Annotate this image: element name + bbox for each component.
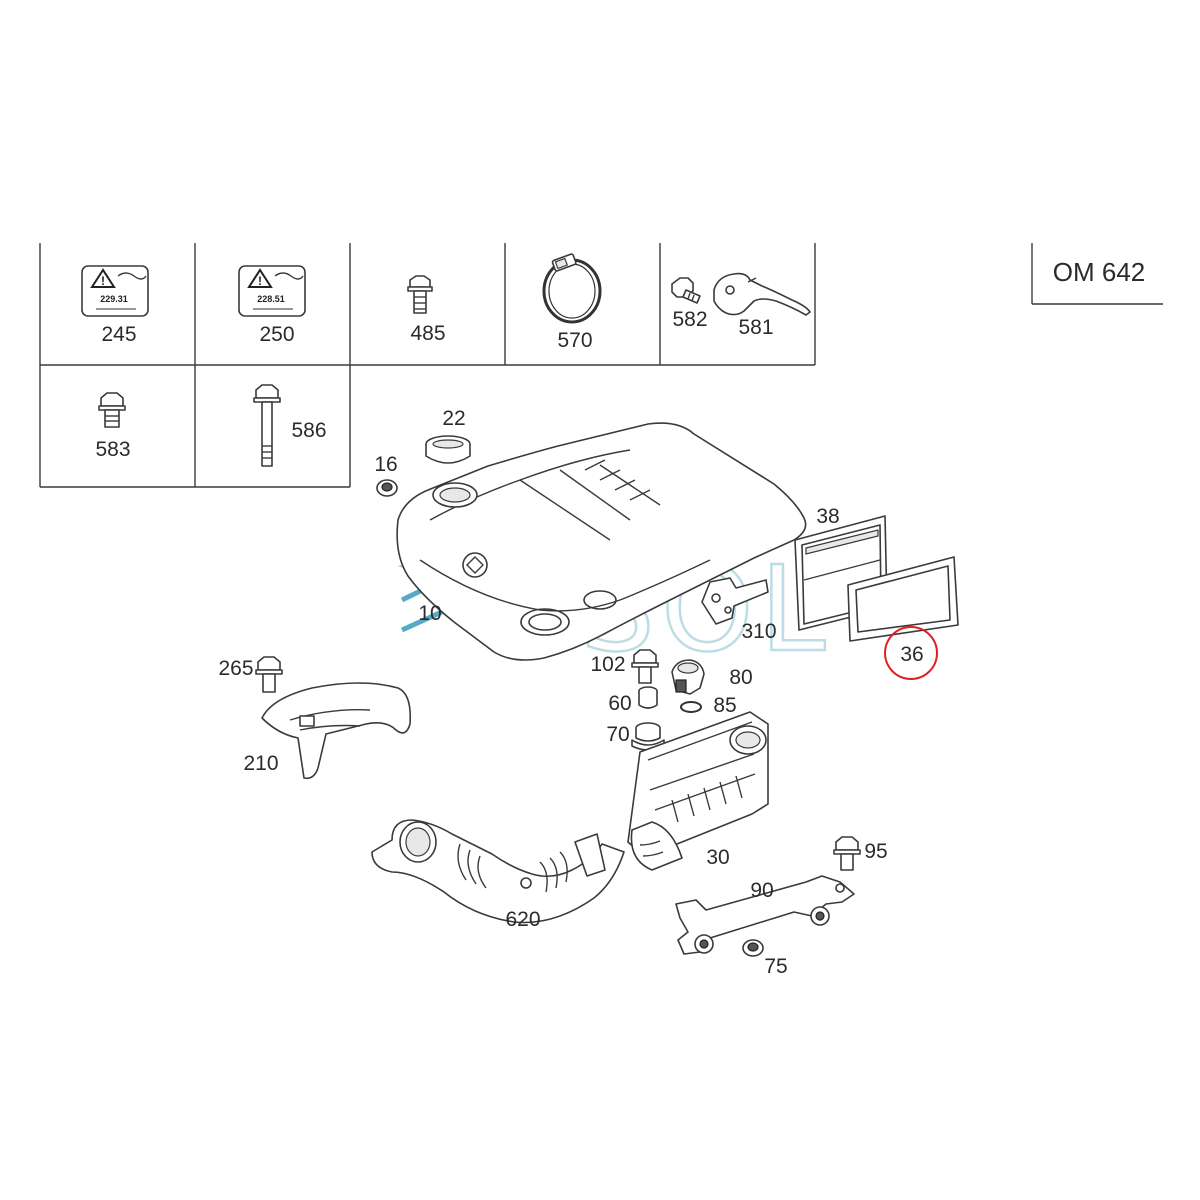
- bolt-95-icon[interactable]: [833, 836, 861, 871]
- warning-label-250[interactable]: ! 228.51: [238, 265, 306, 317]
- nut-16[interactable]: [376, 479, 398, 497]
- engine-code: OM 642: [1053, 257, 1146, 287]
- label-75: 75: [764, 955, 787, 978]
- label-583: 583: [95, 438, 130, 461]
- hose-clamp-570-icon[interactable]: [542, 253, 602, 324]
- label-70: 70: [606, 723, 629, 746]
- rubber-mount-70[interactable]: [631, 722, 665, 751]
- label-620: 620: [505, 908, 540, 931]
- label-210: 210: [243, 752, 278, 775]
- label-250: 250: [259, 323, 294, 346]
- warning-label-245[interactable]: ! 229.31: [81, 265, 149, 317]
- grommet-22[interactable]: [425, 435, 471, 464]
- air-filter-housing-30[interactable]: [627, 711, 769, 871]
- engine-cover-10[interactable]: [396, 422, 807, 661]
- label-10: 10: [418, 602, 441, 625]
- label-36: 36: [900, 643, 923, 666]
- label-245: 245: [101, 323, 136, 346]
- bracket-90[interactable]: [675, 875, 855, 955]
- label-265: 265: [218, 657, 253, 680]
- intake-hose-620[interactable]: [371, 819, 625, 924]
- bolt-582-icon[interactable]: [671, 277, 701, 304]
- bolt-485-icon[interactable]: [407, 275, 433, 314]
- label-102: 102: [590, 653, 625, 676]
- bolt-102-icon[interactable]: [631, 649, 659, 684]
- bolt-265-icon[interactable]: [255, 656, 283, 693]
- label-95: 95: [864, 840, 887, 863]
- label-90: 90: [750, 879, 773, 902]
- label-38: 38: [816, 505, 839, 528]
- highlight-circle-36: [884, 626, 938, 680]
- label-85: 85: [713, 694, 736, 717]
- label-570: 570: [557, 329, 592, 352]
- air-duct-210[interactable]: [261, 682, 412, 780]
- air-filter-36[interactable]: [847, 556, 959, 642]
- o-ring-85[interactable]: [680, 701, 702, 713]
- label-60: 60: [608, 692, 631, 715]
- sensor-80[interactable]: [671, 659, 705, 695]
- label-586: 586: [291, 419, 326, 442]
- label-80: 80: [729, 666, 752, 689]
- bracket-581-icon[interactable]: [713, 272, 811, 316]
- engine-code-box: OM 642: [1031, 243, 1163, 305]
- bracket-310[interactable]: [701, 577, 769, 625]
- kit-grid: [39, 243, 816, 488]
- label-582: 582: [672, 308, 707, 331]
- label-16: 16: [374, 453, 397, 476]
- svg-text:!: !: [258, 274, 262, 288]
- bolt-583-icon[interactable]: [98, 392, 126, 428]
- bolt-586-icon[interactable]: [253, 384, 281, 467]
- label-485: 485: [410, 322, 445, 345]
- label-310: 310: [741, 620, 776, 643]
- spacer-60[interactable]: [638, 686, 658, 709]
- warning-code-250: 228.51: [257, 294, 285, 304]
- label-581: 581: [738, 316, 773, 339]
- warning-code-245: 229.31: [100, 294, 128, 304]
- nut-75[interactable]: [742, 939, 764, 957]
- label-30: 30: [706, 846, 729, 869]
- svg-text:!: !: [101, 274, 105, 288]
- label-22: 22: [442, 407, 465, 430]
